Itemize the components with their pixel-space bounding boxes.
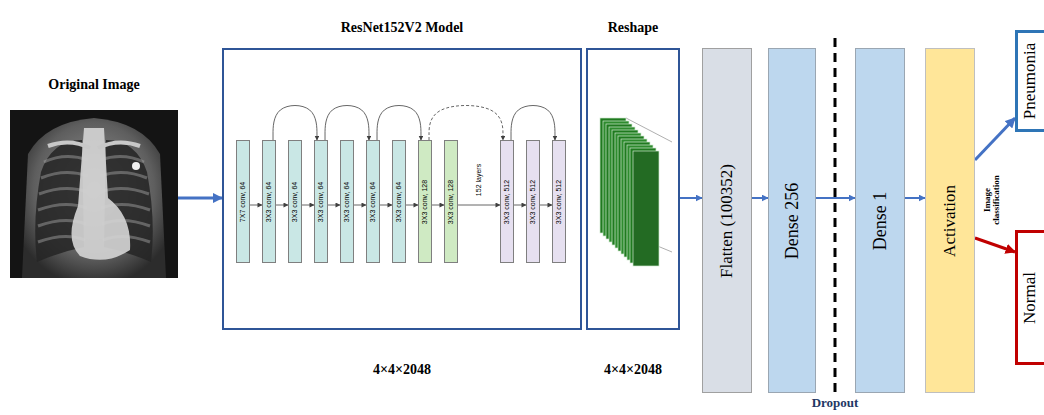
conv-layer-box: 3X3 conv, 128 [444,140,458,263]
flow-arrow [540,205,552,206]
xray-marker [132,162,140,170]
flow-arrow [975,238,1015,252]
flow-arrow [380,205,392,206]
feature-maps [600,118,672,266]
xray-torso [22,118,166,278]
dropout-label: Dropout [812,396,859,411]
conv-layer-box: 3X3 conv, 512 [552,140,566,263]
flow-arrow [816,197,855,199]
class-name: Normal [1020,272,1040,324]
layer-label: 3X3 conv, 128 [447,179,455,223]
layer-name: Dense 1 [870,191,891,249]
flow-arrow [975,118,1015,160]
flow-arrow [406,205,418,206]
conv-layer-box: 3X3 conv, 64 [262,140,276,263]
layer-label: 3X3 conv, 64 [343,181,351,221]
conv-layer-box: 3X3 conv, 512 [500,140,514,263]
xray-clavicles [48,142,140,148]
layer-name: Dense 256 [782,182,803,258]
flow-arrow [680,197,702,199]
skip-connection [377,106,421,141]
dropout-line [834,38,837,393]
flow-arrow [458,205,500,206]
flow-arrow [514,205,526,206]
conv-layer-box: 7X7 conv, 64 [236,140,250,263]
flow-arrow [905,197,925,199]
conv-layer-box: 3X3 conv, 512 [526,140,540,263]
class-box: Normal [1015,230,1044,365]
layer-label: 7X7 conv, 64 [239,181,247,221]
layer-label: 3X3 conv, 128 [421,179,429,223]
conv-layer-box: 3X3 conv, 64 [340,140,354,263]
flow-arrow [752,197,768,199]
chest-xray [10,110,178,278]
image-heading: Original Image [48,77,139,93]
class-name: Pneumonia [1020,43,1040,120]
input-image-frame: Original Image [10,110,178,278]
layer-label: 3X3 conv, 64 [265,181,273,221]
layer-label: 3X3 conv, 512 [555,179,563,223]
layer-name: Flatten (100352) [717,164,737,278]
tensor-shape: 4×4×2048 [373,362,431,378]
tensor-shape: 4×4×2048 [604,362,662,378]
reshape-box: Reshape [586,48,680,330]
flow-arrow [178,197,222,200]
dense-layer: Dense 256 [768,48,816,393]
flow-arrow [354,205,366,206]
activation-layer: Activation [925,48,975,393]
flatten-layer: Flatten (100352) [702,48,752,393]
flow-arrow [432,205,444,206]
feature-map [633,151,659,266]
flow-arrow [250,205,262,206]
backbone-box: ResNet152V2 Model7X7 conv, 643X3 conv, 6… [222,48,582,330]
xray-background [10,110,178,278]
layer-label: 3X3 conv, 512 [529,179,537,223]
layer-label: 3X3 conv, 64 [291,181,299,221]
classification-note: Image classification [983,169,1002,231]
conv-layer-box: 3X3 conv, 64 [288,140,302,263]
class-box: Pneumonia [1015,30,1044,132]
skip-connection [273,106,317,141]
skip-connection [511,106,555,141]
layer-count: 152 layers [475,164,483,196]
skip-connection [429,106,503,141]
layer-label: 3X3 conv, 64 [369,181,377,221]
conv-layer-box: 3X3 conv, 64 [314,140,328,263]
conv-layer-box: 3X3 conv, 128 [418,140,432,263]
reshape-heading: Reshape [608,20,659,36]
conv-layer-box: 3X3 conv, 64 [366,140,380,263]
skip-connection [325,106,369,141]
flow-arrow [302,205,314,206]
dense-layer: Dense 1 [855,48,905,393]
layer-label: 3X3 conv, 64 [317,181,325,221]
flow-arrow [276,205,288,206]
conv-layer-box: 3X3 conv, 64 [392,140,406,263]
flow-arrow [328,205,340,206]
layer-name: Activation [940,185,960,257]
model-heading: ResNet152V2 Model [341,20,463,36]
layer-label: 3X3 conv, 64 [395,181,403,221]
layer-label: 3X3 conv, 512 [503,179,511,223]
